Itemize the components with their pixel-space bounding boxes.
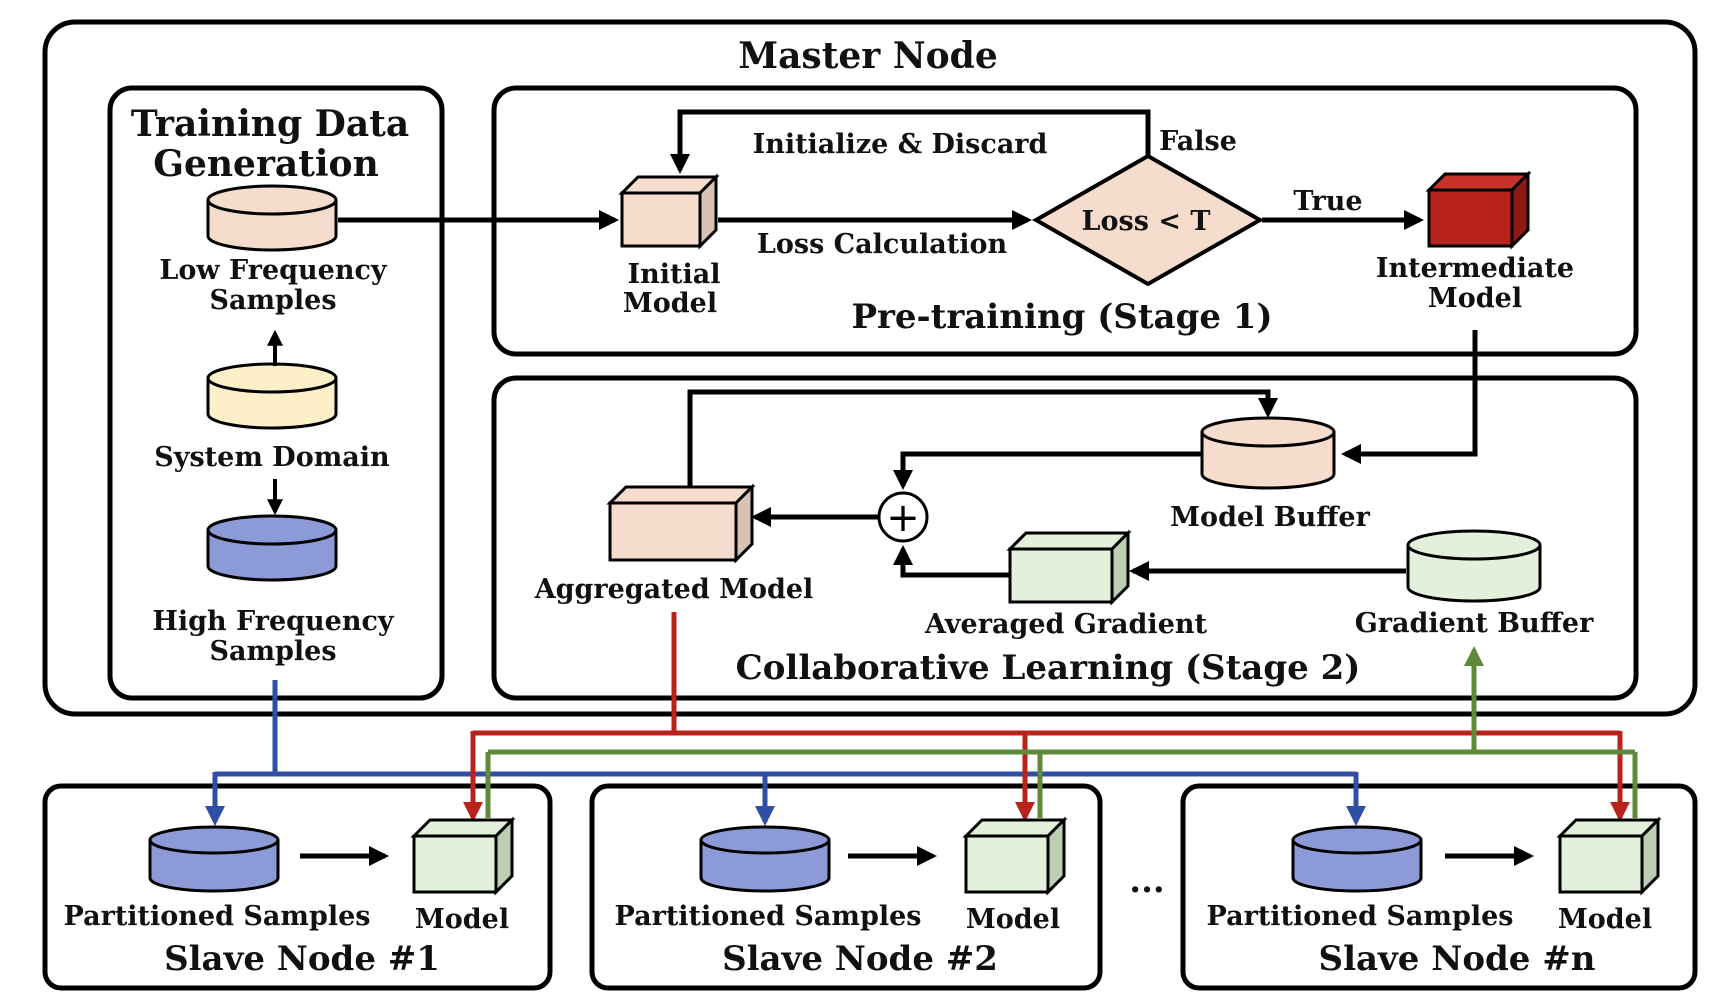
high-frequency-label-line2: Samples <box>209 636 336 667</box>
high-frequency-label-line1: High Frequency <box>152 606 395 637</box>
initial-model-label-line2: Model <box>623 288 717 319</box>
slave2-title: Slave Node #2 <box>722 939 998 979</box>
slave2-model-label: Model <box>966 904 1060 935</box>
stage2-box <box>491 375 1639 701</box>
slaven-samples-label: Partitioned Samples <box>1207 901 1514 932</box>
false-feedback-arrow <box>670 109 1151 174</box>
slave1-samples-label: Partitioned Samples <box>64 901 371 932</box>
model-buffer-to-sum-arrow <box>893 451 1202 490</box>
slaven-partitioned-samples-database <box>1291 825 1423 893</box>
master-node-title: Master Node <box>738 35 997 77</box>
intermediate-model-label-line1: Intermediate <box>1376 253 1574 284</box>
slave2-model-cube <box>962 816 1068 896</box>
master-node-box <box>42 19 1698 717</box>
slave1-model-cube <box>410 816 516 896</box>
initial-model-cube <box>618 173 720 250</box>
sum-operator-symbol: + <box>886 495 920 541</box>
low-frequency-samples-database <box>206 184 338 252</box>
averaged-gradient-cube <box>1006 529 1132 606</box>
aggregated-model-label: Aggregated Model <box>534 574 814 605</box>
slave2-partitioned-samples-database <box>699 825 831 893</box>
true-label: True <box>1293 186 1362 217</box>
intermediate-to-model-buffer-arrow <box>1341 330 1478 464</box>
loss-calculation-label: Loss Calculation <box>757 229 1008 260</box>
training-title-line1: Training Data <box>131 103 409 145</box>
stage1-title: Pre-training (Stage 1) <box>851 297 1272 337</box>
slaven-title: Slave Node #n <box>1319 939 1596 979</box>
averaged-to-sum-arrow <box>893 545 1010 578</box>
slave1-partitioned-samples-database <box>148 825 280 893</box>
slaven-model-cube <box>1556 816 1662 896</box>
slave-node-n-box <box>1180 783 1698 991</box>
slave-node-2-box <box>589 783 1103 991</box>
intermediate-model-label-line2: Model <box>1428 283 1522 314</box>
slave1-model-label: Model <box>415 904 509 935</box>
slave1-title: Slave Node #1 <box>164 939 440 979</box>
loss-threshold-label: Loss < T <box>1082 206 1211 237</box>
aggregated-model-cube <box>606 483 756 564</box>
slave2-samples-label: Partitioned Samples <box>615 901 922 932</box>
initialize-discard-label: Initialize & Discard <box>753 129 1048 160</box>
false-label: False <box>1159 126 1237 157</box>
slave-node-1-box <box>42 783 553 991</box>
training-title-line2: Generation <box>153 143 379 185</box>
intermediate-model-cube <box>1425 170 1532 250</box>
model-buffer-label: Model Buffer <box>1170 502 1370 533</box>
low-frequency-label-line1: Low Frequency <box>159 255 387 286</box>
system-domain-database <box>206 362 338 430</box>
more-slaves-ellipsis: ... <box>1129 861 1165 901</box>
loss-threshold-decision <box>1031 153 1265 287</box>
low-frequency-label-line2: Samples <box>209 285 336 316</box>
gradient-buffer-database <box>1406 529 1542 603</box>
high-frequency-samples-database <box>206 514 338 582</box>
system-domain-label: System Domain <box>154 442 390 473</box>
stage2-title: Collaborative Learning (Stage 2) <box>736 648 1361 688</box>
aggregated-to-model-buffer-arrow <box>687 389 1278 487</box>
model-buffer-database <box>1200 416 1336 490</box>
initial-model-label-line1: Initial <box>628 259 721 290</box>
averaged-gradient-label: Averaged Gradient <box>924 609 1207 640</box>
slaven-model-label: Model <box>1558 904 1652 935</box>
gradient-buffer-label: Gradient Buffer <box>1355 608 1594 639</box>
